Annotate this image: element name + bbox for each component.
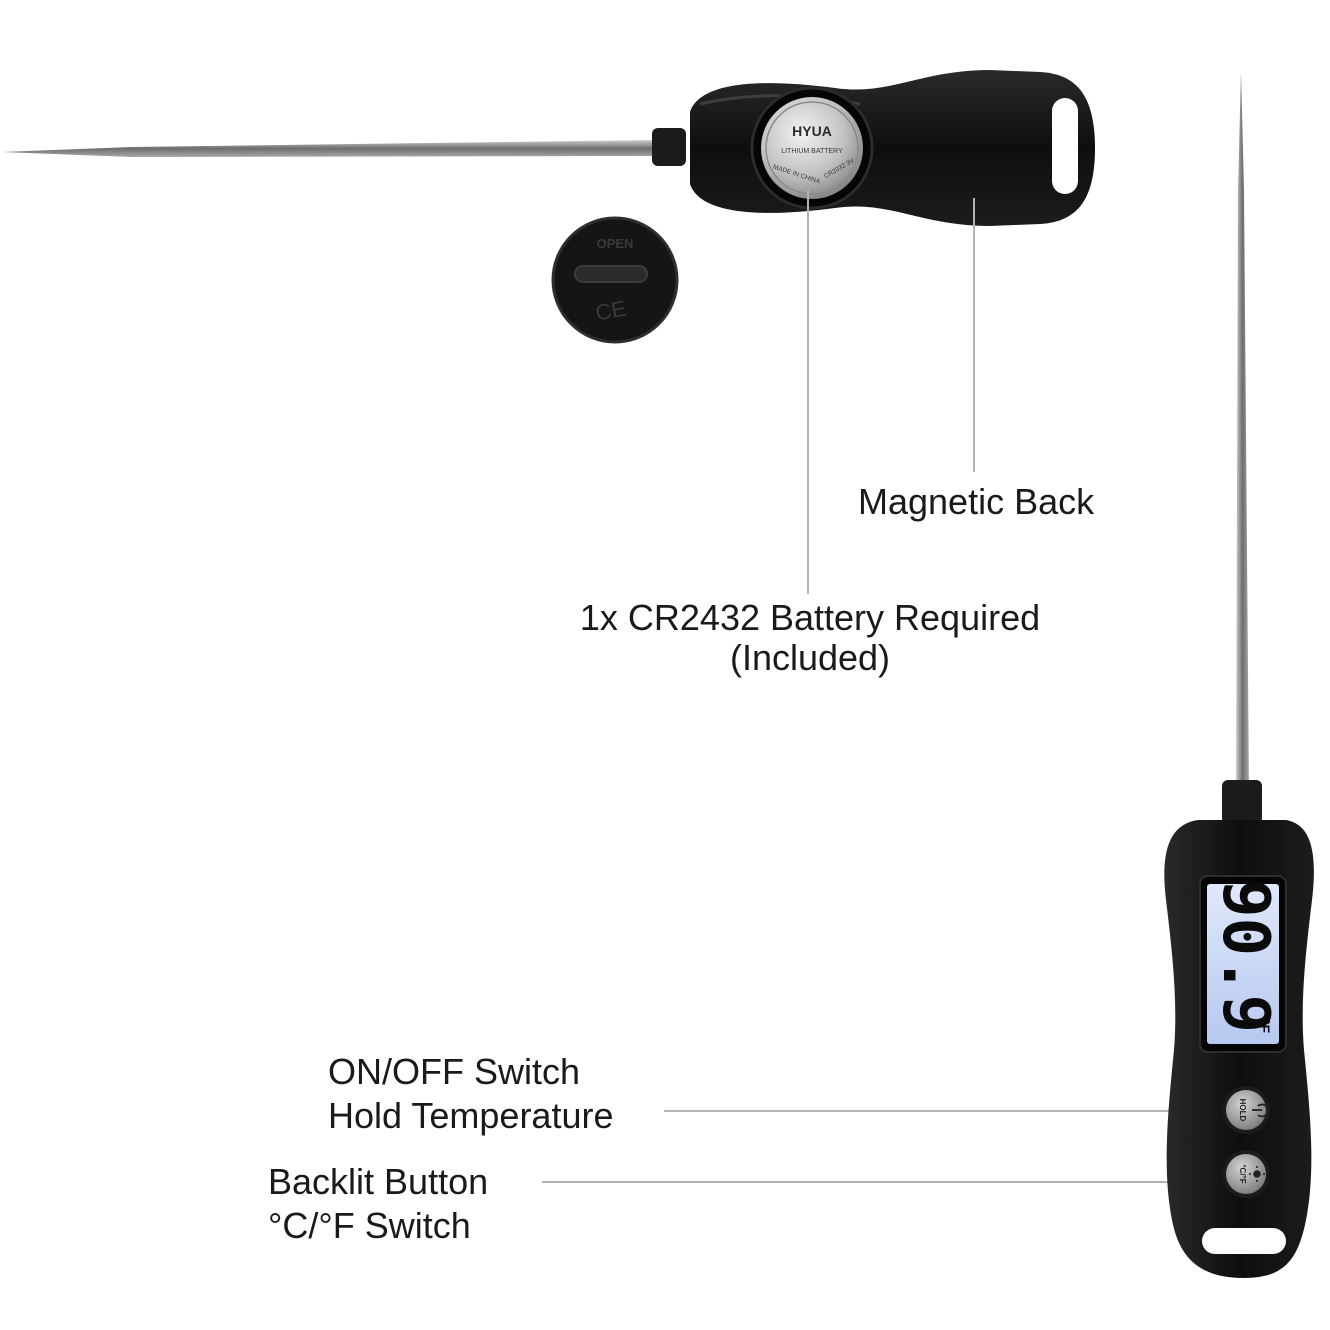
lcd-screen: [1207, 884, 1279, 1044]
battery-type-text: LITHIUM BATTERY: [781, 148, 843, 155]
battery-cover-slot: [574, 265, 648, 283]
battery-coin: [761, 97, 863, 199]
power-label-line1: ON/OFF Switch: [328, 1051, 581, 1092]
unit-switch-text: °C/°F: [1238, 1164, 1247, 1183]
battery-brand-text: HYUA: [792, 123, 832, 139]
battery-label: 1x CR2432 Battery Required (Included): [540, 596, 1080, 680]
backlight-label-line1: Backlit Button: [268, 1161, 489, 1202]
horizontal-hang-hole: [1052, 98, 1078, 194]
power-label-line2: Hold Temperature: [328, 1095, 614, 1136]
battery-label-line1: 1x CR2432 Battery Required: [579, 597, 1041, 638]
power-hold-label: ON/OFF Switch Hold Temperature: [328, 1050, 614, 1138]
horizontal-thermometer: HYUA LITHIUM BATTERY MADE IN CHINA CR203…: [2, 70, 1095, 226]
vertical-hang-hole: [1202, 1228, 1286, 1254]
vertical-thermometer: 90.9 °F HOLD °C/°F: [1164, 72, 1314, 1278]
hold-button-text: HOLD: [1238, 1099, 1247, 1122]
magnetic-back-label: Magnetic Back: [858, 481, 1095, 522]
leader-lines: [542, 190, 1226, 1183]
lcd-reading: 90.9: [1208, 879, 1282, 1033]
power-icon: [1252, 1103, 1269, 1118]
backlight-label-line2: °C/°F Switch: [268, 1205, 471, 1246]
battery-label-line2: (Included): [729, 637, 891, 678]
backlight-unit-label: Backlit Button °C/°F Switch: [268, 1160, 488, 1248]
battery-cover-open-text: OPEN: [597, 236, 634, 251]
vertical-collar: [1222, 780, 1262, 824]
backlight-icon: [1249, 1166, 1265, 1182]
hold-power-button[interactable]: HOLD: [1222, 1086, 1270, 1134]
backlight-unit-button[interactable]: °C/°F: [1222, 1150, 1270, 1198]
horizontal-probe: [2, 140, 655, 157]
battery-cover-ce-mark: CE: [593, 296, 627, 326]
vertical-probe: [1236, 72, 1249, 790]
horizontal-collar: [652, 128, 686, 166]
lcd-unit: °F: [1257, 1019, 1273, 1034]
battery-cover: OPEN CE: [551, 216, 679, 344]
